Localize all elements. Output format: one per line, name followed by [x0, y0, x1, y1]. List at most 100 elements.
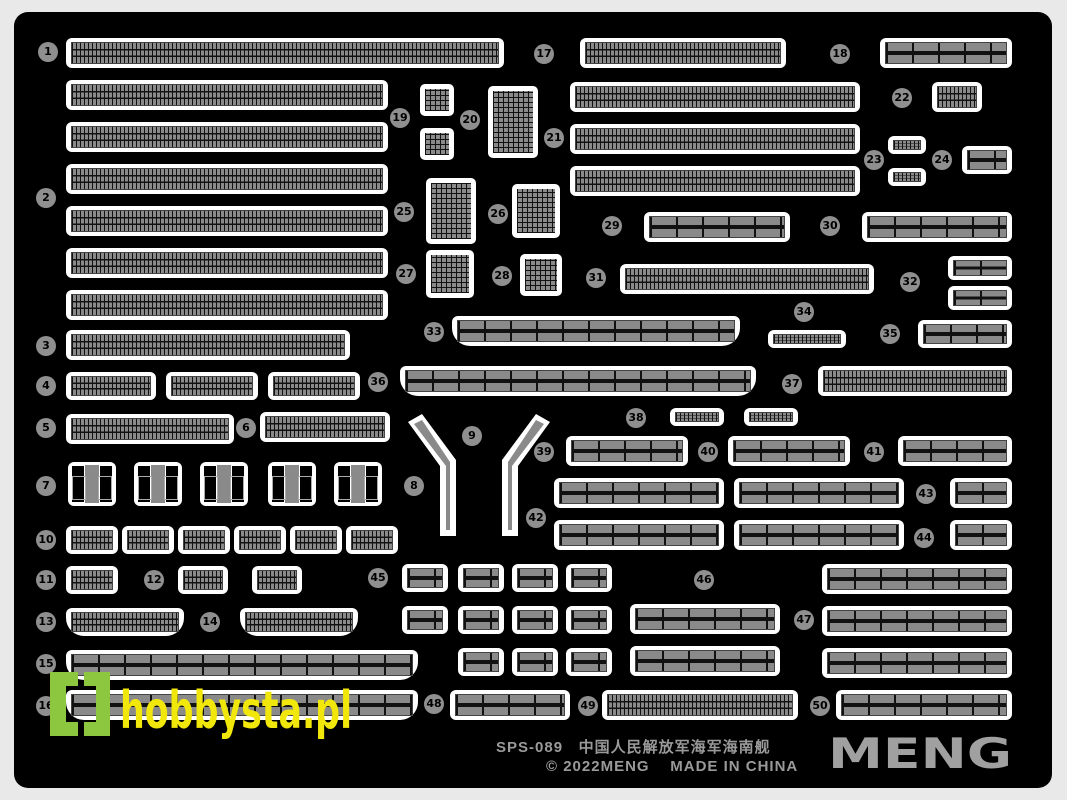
part-number: 24 — [932, 150, 952, 170]
railing-part — [602, 690, 798, 720]
part-number: 22 — [892, 88, 912, 108]
part-number: 4 — [36, 376, 56, 396]
part-number: 11 — [36, 570, 56, 590]
railing-part — [400, 366, 756, 396]
railing-part — [918, 320, 1012, 348]
railing-part — [630, 604, 780, 634]
part-number: 2 — [36, 188, 56, 208]
part-number: 34 — [794, 302, 814, 322]
bracket-part — [200, 462, 248, 506]
railing-part — [932, 82, 982, 112]
part-number: 40 — [698, 442, 718, 462]
railing-part — [768, 330, 846, 348]
railing-part — [620, 264, 874, 294]
part-number: 5 — [36, 418, 56, 438]
railing-part — [512, 564, 558, 592]
part-number: 50 — [810, 696, 830, 716]
railing-part — [66, 80, 388, 110]
part-number: 25 — [394, 202, 414, 222]
part-number: 9 — [462, 426, 482, 446]
railing-part — [888, 168, 926, 186]
part-number: 14 — [200, 612, 220, 632]
railing-part — [566, 606, 612, 634]
railing-part — [948, 256, 1012, 280]
railing-part — [122, 526, 174, 554]
part-number: 35 — [880, 324, 900, 344]
railing-part — [566, 648, 612, 676]
railing-part — [458, 648, 504, 676]
railing-part — [66, 566, 118, 594]
part-number: 18 — [830, 44, 850, 64]
part-number: 37 — [782, 374, 802, 394]
railing-part — [888, 136, 926, 154]
part-number: 15 — [36, 654, 56, 674]
railing-part — [580, 38, 786, 68]
grate-part — [426, 178, 476, 244]
clip-part — [420, 84, 454, 116]
part-number: 17 — [534, 44, 554, 64]
railing-part — [66, 690, 418, 720]
railing-part — [570, 124, 860, 154]
railing-part — [734, 478, 904, 508]
railing-part — [178, 526, 230, 554]
railing-part — [566, 436, 688, 466]
railing-part — [452, 316, 740, 346]
railing-part — [728, 436, 850, 466]
railing-part — [66, 122, 388, 152]
railing-part — [818, 366, 1012, 396]
railing-part — [512, 606, 558, 634]
railing-part — [240, 608, 358, 636]
railing-part — [822, 564, 1012, 594]
railing-part — [234, 526, 286, 554]
railing-part — [402, 606, 448, 634]
railing-part — [950, 520, 1012, 550]
part-number: 10 — [36, 530, 56, 550]
railing-part — [402, 564, 448, 592]
railing-part — [566, 564, 612, 592]
product-title-cn: 中国人民解放军海军海南舰 — [578, 739, 771, 756]
railing-part — [898, 436, 1012, 466]
railing-part — [66, 248, 388, 278]
railing-part — [644, 212, 790, 242]
railing-part — [734, 520, 904, 550]
part-number: 33 — [424, 322, 444, 342]
photo-etch-sheet: 1 2 3 4 5 6 7 8 9 10 11 12 13 14 15 16 1… — [14, 12, 1052, 788]
part-number: 46 — [694, 570, 714, 590]
railing-part — [290, 526, 342, 554]
part-number: 43 — [916, 484, 936, 504]
railing-part — [862, 212, 1012, 242]
part-number: 6 — [236, 418, 256, 438]
part-number: 20 — [460, 110, 480, 130]
clip-part — [420, 128, 454, 160]
part-number: 42 — [526, 508, 546, 528]
railing-part — [450, 690, 570, 720]
copyright-line: © 2022MENG MADE IN CHINA — [546, 758, 798, 775]
part-number: 47 — [794, 610, 814, 630]
bracket-part — [334, 462, 382, 506]
part-number: 1 — [38, 42, 58, 62]
railing-part — [744, 408, 798, 426]
bracket-part — [268, 462, 316, 506]
railing-part — [252, 566, 302, 594]
part-number: 44 — [914, 528, 934, 548]
railing-part — [512, 648, 558, 676]
railing-part — [66, 290, 388, 320]
railing-part — [458, 564, 504, 592]
part-number: 8 — [404, 476, 424, 496]
part-number: 7 — [36, 476, 56, 496]
railing-part — [836, 690, 1012, 720]
railing-part — [962, 146, 1012, 174]
railing-part — [822, 606, 1012, 636]
railing-part — [458, 606, 504, 634]
part-number: 41 — [864, 442, 884, 462]
railing-part — [950, 478, 1012, 508]
railing-part — [66, 650, 418, 680]
part-number: 32 — [900, 272, 920, 292]
railing-part — [630, 646, 780, 676]
part-number: 23 — [864, 150, 884, 170]
grate-part — [512, 184, 560, 238]
part-number: 45 — [368, 568, 388, 588]
railing-part — [66, 414, 234, 444]
part-number: 29 — [602, 216, 622, 236]
railing-part — [268, 372, 360, 400]
